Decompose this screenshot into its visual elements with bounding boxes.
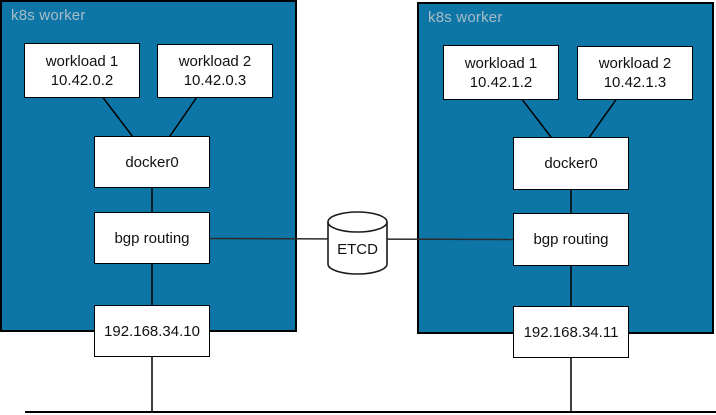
- node-docker0-right: docker0: [513, 137, 629, 190]
- node-bgp-routing-right-label: bgp routing: [533, 231, 609, 248]
- etcd-label: ETCD: [337, 240, 378, 258]
- node-host-ip-left: 192.168.34.10: [94, 305, 210, 357]
- database-icon: [327, 211, 388, 275]
- node-docker0-right-label: docker0: [544, 155, 598, 172]
- node-bgp-routing-left-label: bgp routing: [114, 229, 190, 247]
- node-bgp-routing-left: bgp routing: [94, 212, 210, 264]
- worker-panel-label-left: k8s worker: [11, 7, 86, 24]
- node-workload-2-right-name: workload 2: [598, 55, 672, 72]
- etcd-cylinder: ETCD: [327, 211, 388, 275]
- node-workload-1-left-ip: 10.42.0.2: [50, 71, 114, 89]
- node-workload-2-left: workload 2 10.42.0.3: [157, 44, 273, 98]
- node-workload-1-right: workload 1 10.42.1.2: [443, 45, 559, 100]
- node-workload-2-right-ip: 10.42.1.3: [603, 74, 667, 91]
- node-host-ip-right-label: 192.168.34.11: [523, 323, 619, 341]
- node-workload-1-left: workload 1 10.42.0.2: [24, 43, 140, 98]
- node-host-ip-left-label: 192.168.34.10: [104, 322, 200, 340]
- node-bgp-routing-right: bgp routing: [513, 213, 629, 266]
- node-docker0-left-label: docker0: [125, 153, 179, 171]
- worker-panel-label-right: k8s worker: [428, 9, 503, 26]
- node-workload-1-right-name: workload 1: [464, 54, 538, 72]
- node-docker0-left: docker0: [94, 136, 210, 188]
- node-workload-2-right: workload 2 10.42.1.3: [577, 46, 693, 100]
- node-workload-1-left-name: workload 1: [45, 52, 119, 70]
- node-host-ip-right: 192.168.34.11: [513, 306, 629, 358]
- node-workload-2-left-ip: 10.42.0.3: [183, 72, 247, 89]
- node-workload-1-right-ip: 10.42.1.2: [469, 73, 533, 91]
- node-workload-2-left-name: workload 2: [178, 53, 252, 70]
